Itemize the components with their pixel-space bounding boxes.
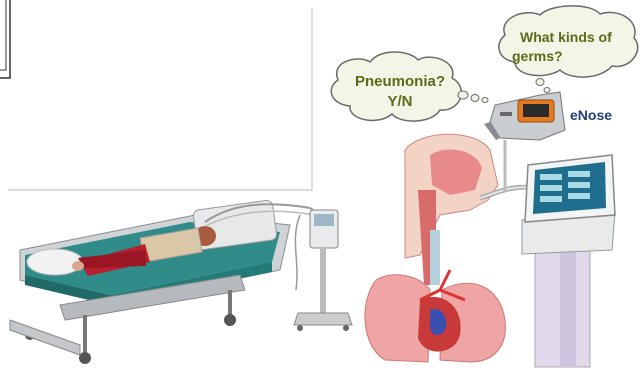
anatomy-illustration bbox=[365, 134, 505, 362]
hospital-bed bbox=[10, 200, 290, 364]
enose-label: eNose bbox=[570, 107, 612, 123]
germs-line1: What kinds of bbox=[512, 28, 637, 47]
pneumonia-question: Pneumonia? Y/N bbox=[340, 72, 460, 112]
germs-question: What kinds of germs? bbox=[512, 28, 637, 66]
pneumonia-line2: Y/N bbox=[340, 92, 460, 112]
germs-line2: germs? bbox=[512, 47, 637, 66]
tablet-station bbox=[522, 155, 615, 367]
background-frames bbox=[0, 0, 312, 190]
enose-device bbox=[484, 92, 565, 140]
pneumonia-line1: Pneumonia? bbox=[340, 72, 460, 92]
